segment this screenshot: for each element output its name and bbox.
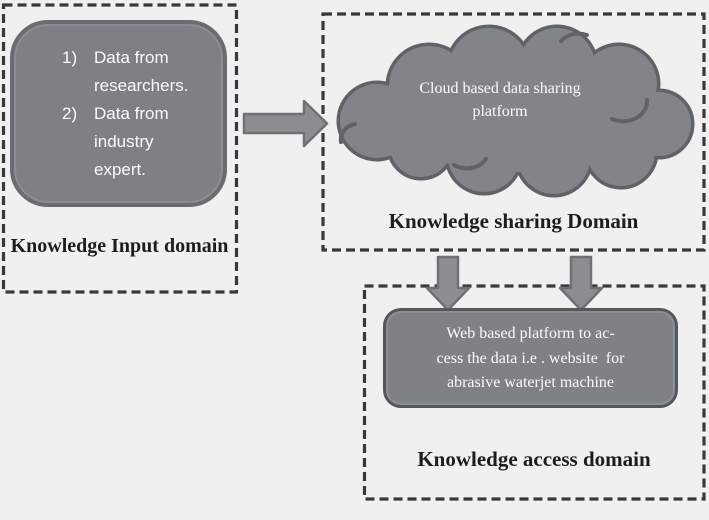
sharing-domain-label: Knowledge sharing Domain	[388, 209, 639, 233]
list-item-text: Data from industry expert.	[94, 104, 169, 179]
list-item: 1) Data from researchers.	[62, 44, 217, 100]
access-domain-label: Knowledge access domain	[417, 447, 651, 471]
web-platform-box: Web based platform to ac- cess the data …	[383, 308, 678, 408]
list-item-number: 2)	[62, 104, 78, 123]
sharing-domain-border	[321, 12, 706, 252]
cloud-label: Cloud based data sharing platform	[419, 80, 581, 120]
cloud-icon	[336, 24, 695, 198]
arrow-down-right-icon	[558, 255, 604, 312]
input-data-box: 1) Data from researchers. 2) Data from i…	[10, 20, 227, 207]
access-domain-border	[362, 284, 706, 501]
list-item: 2) Data from industry expert.	[62, 100, 217, 184]
web-platform-label: Web based platform to ac- cess the data …	[436, 325, 625, 391]
input-domain-label: Knowledge Input domain	[10, 235, 229, 257]
input-domain-border	[1, 3, 239, 294]
list-item-text: Data from researchers.	[94, 48, 189, 95]
arrow-down-left-icon	[425, 255, 471, 312]
arrow-right-icon	[242, 99, 329, 148]
list-item-number: 1)	[62, 48, 78, 67]
